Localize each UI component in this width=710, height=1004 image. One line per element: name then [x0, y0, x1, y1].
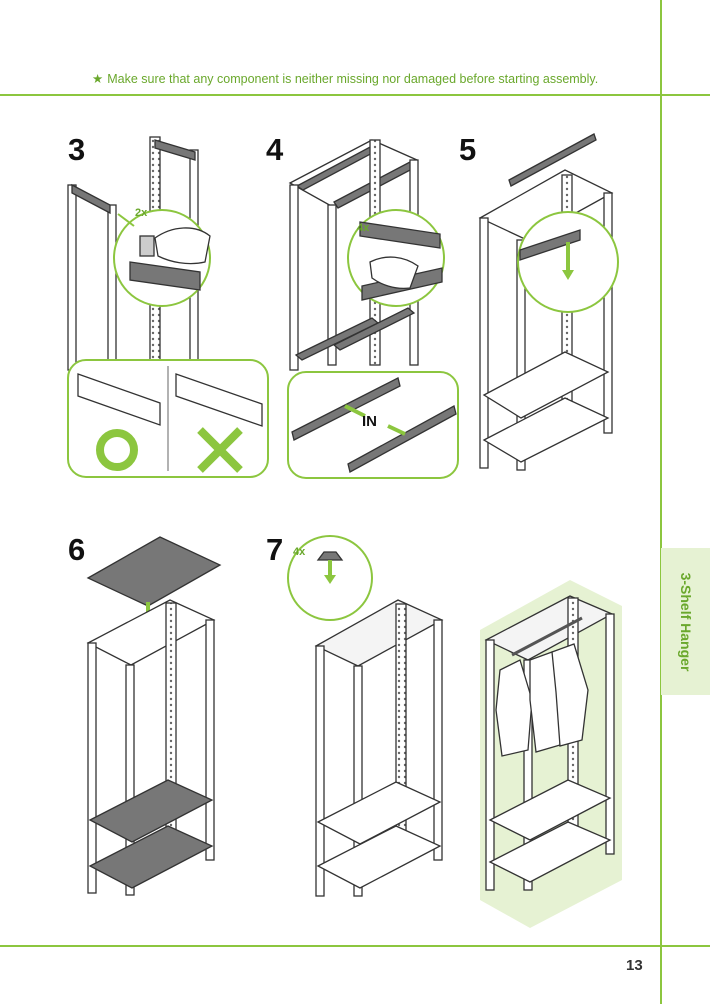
- top-rule: [0, 94, 710, 96]
- crossbar: [154, 139, 196, 161]
- bar-wrong-orientation: [175, 373, 263, 427]
- step-number-3: 3: [68, 132, 86, 167]
- assembly-notice-text: Make sure that any component is neither …: [107, 72, 599, 86]
- hanger-rod: [508, 133, 597, 187]
- step-3-illustration: 2x: [67, 136, 269, 478]
- frame-post: [523, 659, 533, 891]
- frame-post: [125, 664, 135, 896]
- frame-post: [485, 639, 495, 891]
- shelf-board: [88, 825, 214, 889]
- step-7-multiplier: 4x: [293, 546, 306, 558]
- frame-post: [289, 184, 299, 371]
- hand-detail: [154, 227, 211, 265]
- hanger-rod: [511, 616, 583, 657]
- step-4-multiplier: 4x: [357, 222, 370, 234]
- step-5-illustration: [478, 133, 619, 471]
- star-icon: ★: [92, 72, 104, 86]
- frame-post: [479, 217, 489, 469]
- frame-post: [327, 204, 337, 366]
- step-number-6: 6: [68, 532, 86, 567]
- crossbar: [71, 183, 111, 215]
- right-margin-rule: [660, 0, 662, 1004]
- step-number-7: 7: [266, 532, 284, 567]
- shelf-frame: [316, 781, 442, 845]
- frame-post: [67, 184, 77, 371]
- shelf-frame: [316, 825, 442, 889]
- shelf-board: [88, 779, 214, 843]
- hanging-garment: [551, 643, 589, 747]
- step-number-5: 5: [459, 132, 477, 167]
- frame-post: [87, 642, 97, 894]
- correct-circle-icon: [96, 429, 138, 471]
- section-side-tab: 3-Shelf Hanger: [661, 548, 710, 695]
- frame-post: [433, 619, 443, 861]
- crossbar-detail: [129, 261, 201, 291]
- incorrect-cross-icon: [197, 427, 243, 473]
- bottom-rule: [0, 945, 710, 947]
- frame-post: [516, 239, 526, 471]
- side-rail: [291, 377, 401, 441]
- shelf-frame: [482, 351, 610, 419]
- frame-post: [107, 204, 117, 366]
- frame-post: [205, 619, 215, 861]
- step-number-4: 4: [266, 132, 284, 167]
- step-3-multiplier: 2x: [135, 207, 148, 219]
- frame-post: [353, 665, 363, 897]
- shelf-frame: [488, 821, 612, 883]
- orientation-detail-panel: [287, 371, 459, 479]
- final-assembled-unit: [480, 580, 622, 928]
- shelf-frame: [488, 779, 612, 841]
- page-number: 13: [626, 957, 643, 974]
- step-6-illustration: [86, 536, 222, 896]
- frame-post: [315, 645, 325, 897]
- shelf-board: [86, 536, 222, 607]
- frame-post: [603, 192, 613, 434]
- step-7-illustration: 4x: [287, 535, 444, 897]
- frame-post: [605, 613, 615, 855]
- step-4-illustration: 4x IN: [287, 139, 459, 479]
- hanging-garment: [495, 659, 533, 757]
- shelf-frame: [482, 397, 610, 463]
- bar-correct-orientation: [77, 373, 161, 426]
- side-rail: [347, 405, 457, 473]
- connector-detail: [139, 235, 155, 257]
- top-frame: [86, 599, 216, 666]
- hand-detail: [369, 256, 419, 290]
- in-direction-label: IN: [362, 413, 377, 430]
- assembly-notice: ★Make sure that any component is neither…: [92, 71, 632, 86]
